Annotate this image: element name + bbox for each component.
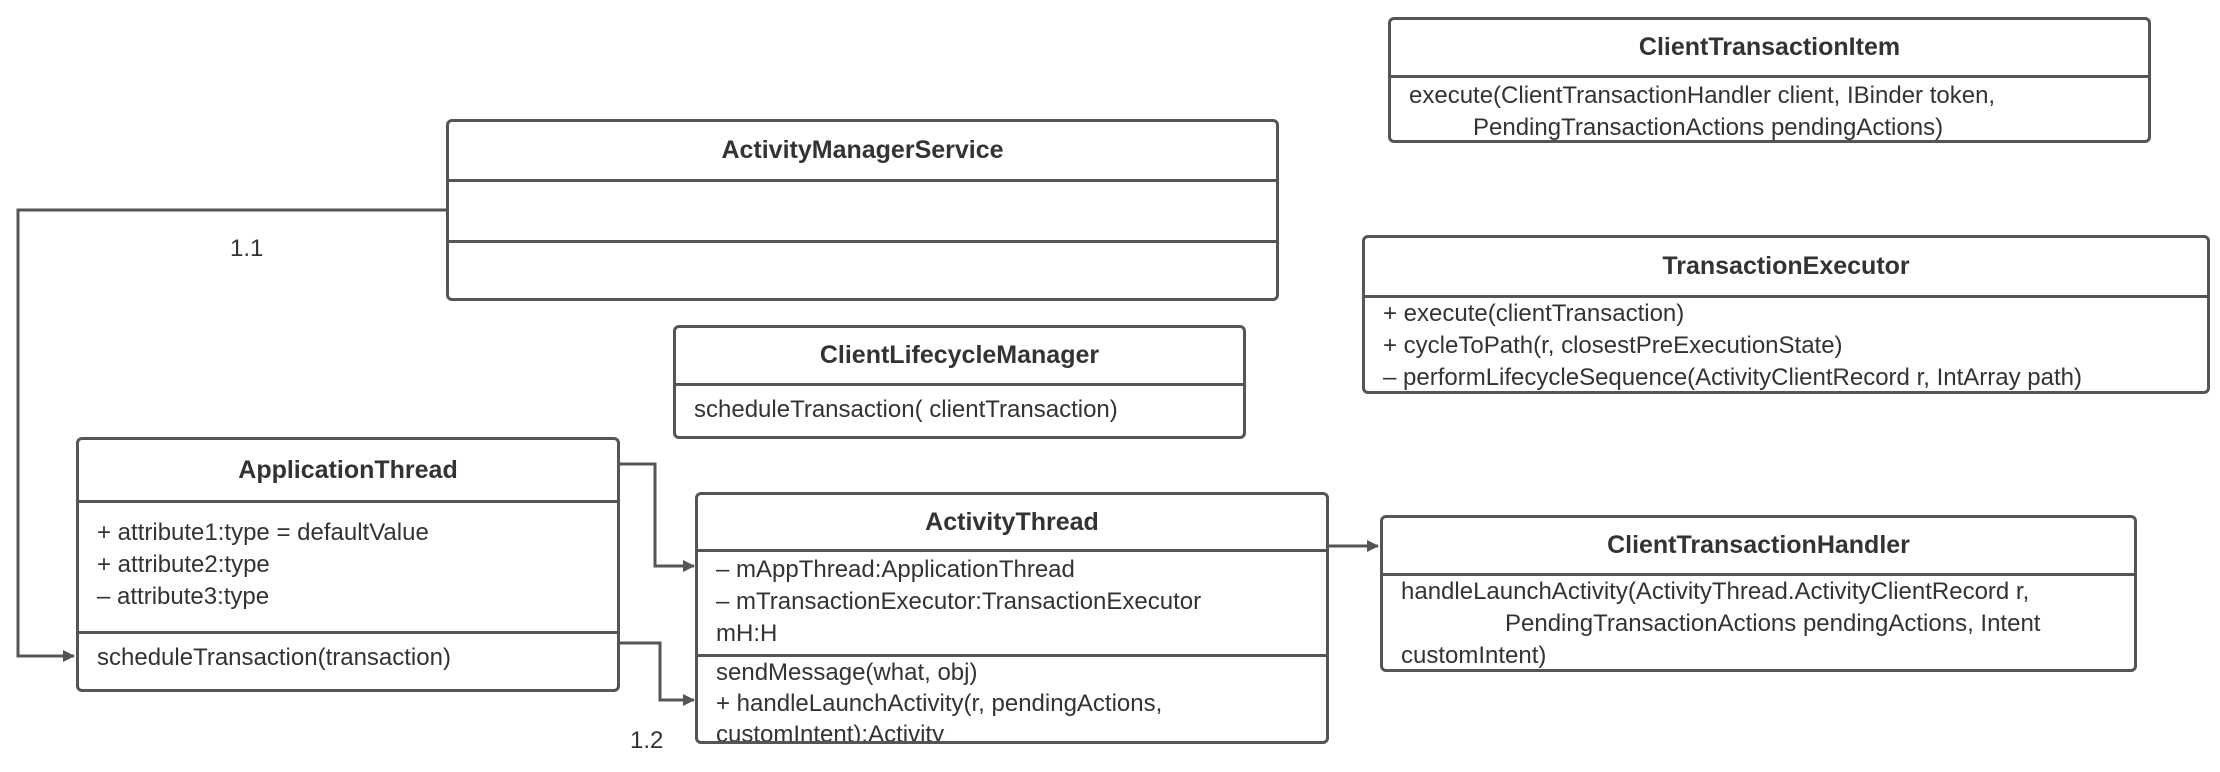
attribute-line: – mAppThread:ApplicationThread: [716, 556, 1075, 583]
attribute-line: mH:H: [716, 620, 778, 647]
method-line: + execute(clientTransaction): [1383, 300, 1685, 327]
method-line: scheduleTransaction( clientTransaction): [694, 396, 1118, 423]
method-line: scheduleTransaction(transaction): [97, 644, 451, 671]
class-title: TransactionExecutor: [1365, 238, 2207, 298]
class-attributes: + attribute1:type = defaultValue + attri…: [79, 503, 617, 631]
step-label-1-1: 1.1: [230, 235, 264, 262]
attribute-line: – mTransactionExecutor:TransactionExecut…: [716, 588, 1202, 615]
class-attributes: – mAppThread:ApplicationThread – mTransa…: [698, 552, 1326, 654]
connector-applicationthread-to-activitythread: [620, 462, 695, 572]
class-title: ApplicationThread: [79, 440, 617, 503]
method-line: sendMessage(what, obj): [716, 659, 978, 686]
method-line: PendingTransactionActions pendingActions…: [1473, 114, 1944, 141]
class-attributes: [449, 182, 1276, 240]
class-methods: scheduleTransaction( clientTransaction): [676, 386, 1243, 432]
attribute-line: – attribute3:type: [97, 583, 270, 610]
step-label-1-2: 1.2: [630, 727, 664, 754]
class-methods: handleLaunchActivity(ActivityThread.Acti…: [1383, 576, 2134, 669]
method-line: – performLifecycleSequence(ActivityClien…: [1383, 364, 2082, 391]
attribute-line: + attribute2:type: [97, 551, 270, 578]
class-title: ClientTransactionItem: [1391, 20, 2148, 78]
class-clienttransactionhandler: ClientTransactionHandler handleLaunchAct…: [1380, 515, 2137, 672]
class-transactionexecutor: TransactionExecutor + execute(clientTran…: [1362, 235, 2210, 394]
method-line: execute(ClientTransactionHandler client,…: [1409, 82, 1996, 109]
class-title: ClientLifecycleManager: [676, 328, 1243, 386]
class-title: ClientTransactionHandler: [1383, 518, 2134, 576]
method-line: handleLaunchActivity(ActivityThread.Acti…: [1401, 578, 2030, 605]
class-title: ActivityManagerService: [449, 122, 1276, 182]
class-methods: [449, 240, 1276, 298]
class-title: ActivityThread: [698, 495, 1326, 552]
method-line: customIntent): [1401, 642, 1547, 669]
method-line: customIntent):Activity: [716, 721, 945, 744]
class-methods: execute(ClientTransactionHandler client,…: [1391, 78, 2148, 141]
method-line: + handleLaunchActivity(r, pendingActions…: [716, 690, 1163, 717]
class-applicationthread: ApplicationThread + attribute1:type = de…: [76, 437, 620, 692]
attribute-line: + attribute1:type = defaultValue: [97, 519, 429, 546]
connector-applicationthread-method-to-activitythread: [620, 641, 695, 706]
class-activitymanagerservice: ActivityManagerService: [446, 119, 1279, 301]
method-line: PendingTransactionActions pendingActions…: [1505, 610, 2041, 637]
class-methods: sendMessage(what, obj) + handleLaunchAct…: [698, 654, 1326, 744]
class-clientlifecyclemanager: ClientLifecycleManager scheduleTransacti…: [673, 325, 1246, 439]
class-activitythread: ActivityThread – mAppThread:ApplicationT…: [695, 492, 1329, 744]
class-methods: + execute(clientTransaction) + cycleToPa…: [1365, 298, 2207, 391]
class-methods: scheduleTransaction(transaction): [79, 631, 617, 680]
class-clienttransactionitem: ClientTransactionItem execute(ClientTran…: [1388, 17, 2151, 143]
method-line: + cycleToPath(r, closestPreExecutionStat…: [1383, 332, 1843, 359]
